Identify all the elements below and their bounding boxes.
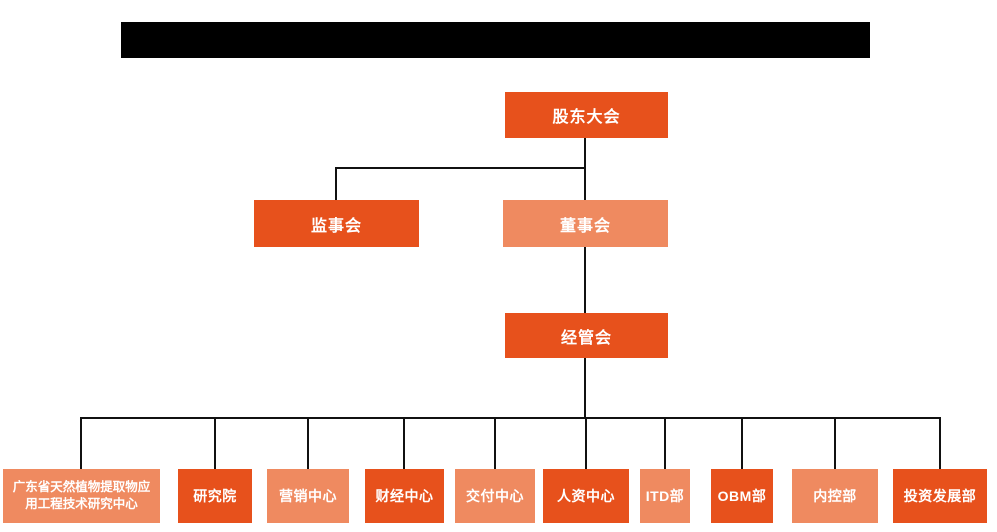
node-board-of-directors: 董事会 xyxy=(503,200,668,247)
connector-directors-management xyxy=(584,247,586,313)
connector-branch-top xyxy=(335,167,586,169)
node-management-committee: 经管会 xyxy=(505,313,668,358)
node-dept-marketing-center: 营销中心 xyxy=(267,469,349,523)
connector-drop-delivery-center xyxy=(494,417,496,469)
node-dept-investment-development: 投资发展部 xyxy=(893,469,987,523)
node-dept-finance-center: 财经中心 xyxy=(365,469,444,523)
node-dept-research-center: 广东省天然植物提取物应用工程技术研究中心 xyxy=(3,469,160,523)
connector-drop-hr-center xyxy=(585,417,587,469)
connector-drop-marketing-center xyxy=(307,417,309,469)
connector-management-down xyxy=(584,358,586,418)
node-dept-itd: ITD部 xyxy=(640,469,690,523)
connector-shareholders-down xyxy=(584,138,586,200)
connector-branch-bottom xyxy=(80,417,941,419)
redacted-title-bar xyxy=(121,22,870,58)
connector-drop-finance-center xyxy=(403,417,405,469)
node-dept-hr-center: 人资中心 xyxy=(543,469,629,523)
node-dept-internal-control: 内控部 xyxy=(792,469,878,523)
connector-drop-investment-dev-dept xyxy=(939,417,941,469)
connector-to-supervisors xyxy=(335,167,337,200)
node-supervisory-board: 监事会 xyxy=(254,200,419,247)
node-dept-delivery-center: 交付中心 xyxy=(455,469,535,523)
node-dept-research-institute: 研究院 xyxy=(178,469,252,523)
node-shareholders-meeting: 股东大会 xyxy=(505,92,668,138)
node-dept-obm: OBM部 xyxy=(711,469,773,523)
connector-drop-research-center xyxy=(80,417,82,469)
connector-drop-internal-control-dept xyxy=(834,417,836,469)
connector-drop-research-institute xyxy=(214,417,216,469)
connector-drop-obm-dept xyxy=(741,417,743,469)
connector-drop-itd-dept xyxy=(664,417,666,469)
